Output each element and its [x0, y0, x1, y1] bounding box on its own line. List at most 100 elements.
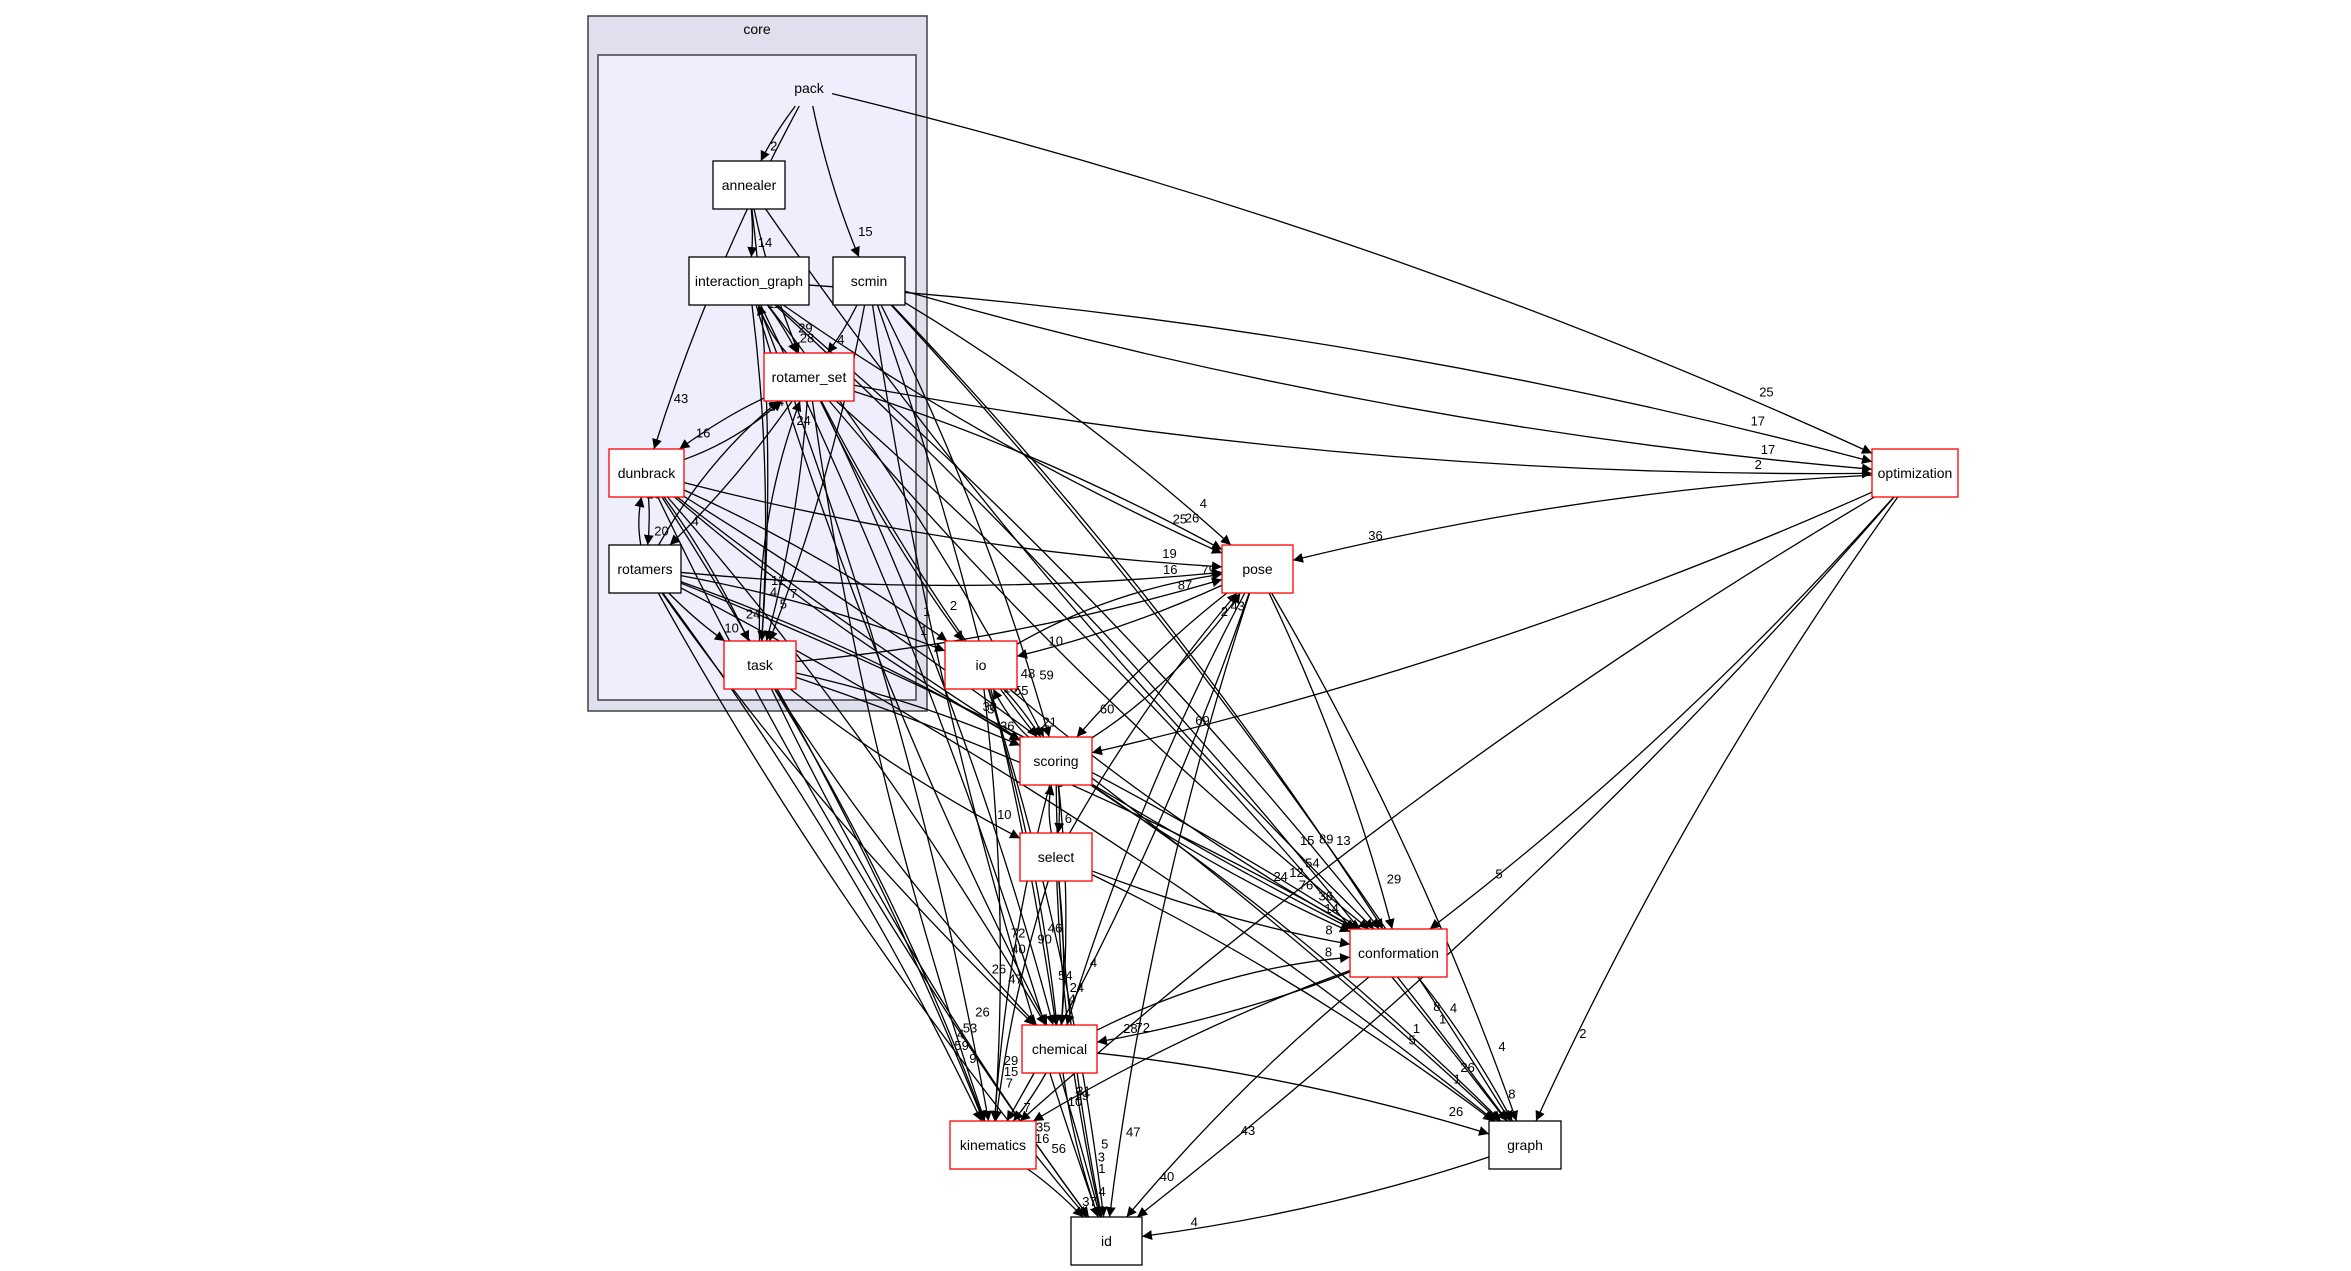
edge-scoring-to-pose[interactable]: [1091, 592, 1241, 739]
node-task-box[interactable]: [723, 640, 797, 690]
edge-label-dunbrack-to-rotamer_set[interactable]: 4: [777, 394, 784, 409]
edge-optimization-to-scoring[interactable]: [1091, 491, 1873, 756]
edge-scoring-to-kinematics[interactable]: [990, 784, 1051, 1122]
edge-chemical-to-graph[interactable]: [1096, 1052, 1490, 1136]
edge-select-to-pose[interactable]: [1069, 592, 1238, 834]
edge-label-interaction_graph-to-optimization[interactable]: 17: [1751, 413, 1765, 428]
edge-select-to-scoring[interactable]: [1044, 784, 1055, 834]
node-select[interactable]: select: [1019, 832, 1093, 882]
node-kinematics-label[interactable]: kinematics: [960, 1137, 1026, 1153]
edge-label-interaction_graph-to-kinematics[interactable]: 26: [975, 1005, 989, 1020]
edge-annealer-to-interaction_graph[interactable]: [747, 208, 758, 258]
edge-label-rotamers-to-chemical[interactable]: 26: [992, 961, 1006, 976]
edge-label-select-to-id[interactable]: 1: [1098, 1161, 1105, 1176]
node-pose-box[interactable]: [1221, 544, 1294, 594]
node-annealer-box[interactable]: [712, 160, 786, 210]
edge-label-rotamers-to-io[interactable]: 1: [920, 623, 927, 638]
edge-label-rotamers-to-task[interactable]: 10: [724, 620, 738, 635]
edge-graph-to-id[interactable]: [1141, 1156, 1490, 1241]
edge-label-chemical-to-id[interactable]: 4: [1098, 1184, 1105, 1199]
edge-label-interaction_graph-to-conformation[interactable]: 89: [1319, 832, 1333, 847]
node-graph-label[interactable]: graph: [1507, 1137, 1543, 1153]
edge-pack-to-scmin[interactable]: [812, 105, 860, 258]
edge-label-rotamer_set-to-pose[interactable]: 26: [1185, 511, 1199, 526]
edge-label-chemical-to-kinematics[interactable]: 7: [1023, 1100, 1030, 1115]
node-select-box[interactable]: [1019, 832, 1093, 882]
edge-rotamer_set-to-chemical[interactable]: [820, 400, 1056, 1026]
edge-label-scmin-to-scoring[interactable]: 59: [1039, 667, 1053, 682]
edge-label-rotamers-to-kinematics[interactable]: 59: [954, 1038, 968, 1053]
edge-select-to-chemical[interactable]: [1057, 880, 1068, 1026]
edge-interaction_graph-to-chemical[interactable]: [755, 304, 1048, 1026]
edge-label-pose-to-chemical[interactable]: 4: [1090, 955, 1097, 970]
edge-label-dunbrack-to-pose[interactable]: 19: [1162, 546, 1176, 561]
edge-dunbrack-to-pose[interactable]: [683, 482, 1223, 572]
edge-label-interaction_graph-to-rotamer_set[interactable]: 28: [800, 331, 814, 346]
edge-conformation-to-chemical[interactable]: [1096, 971, 1351, 1046]
node-interaction_graph-box[interactable]: [688, 256, 810, 306]
edge-label-interaction_graph-to-pose[interactable]: 25: [1173, 512, 1187, 527]
edge-label-select-to-conformation[interactable]: 8: [1325, 922, 1332, 937]
edge-label-io-to-pose[interactable]: 79: [1201, 563, 1215, 578]
edge-optimization-to-kinematics[interactable]: [1019, 496, 1875, 1122]
node-dunbrack-label[interactable]: dunbrack: [618, 465, 677, 481]
edge-task-to-select[interactable]: [789, 688, 1021, 839]
edge-rotamers-to-io[interactable]: [680, 575, 946, 652]
node-scoring-label[interactable]: scoring: [1033, 753, 1078, 769]
node-conformation[interactable]: conformation: [1349, 928, 1448, 978]
edge-label-io-to-kinematics[interactable]: 29: [1004, 1053, 1018, 1068]
edge-label-select-to-chemical[interactable]: 4: [1069, 992, 1076, 1007]
edge-label-scmin-to-graph[interactable]: 4: [1450, 1000, 1457, 1015]
node-conformation-box[interactable]: [1349, 928, 1448, 978]
edge-label-scoring-to-chemical[interactable]: 24: [1070, 980, 1084, 995]
node-pose-label[interactable]: pose: [1242, 561, 1273, 577]
edge-label-scmin-to-rotamer_set[interactable]: 4: [837, 332, 844, 347]
edge-label-rotamers-to-scoring[interactable]: 3: [987, 702, 994, 717]
edge-label-task-to-scoring[interactable]: 36: [1000, 718, 1014, 733]
edge-label-pack-to-dunbrack[interactable]: 43: [674, 391, 688, 406]
node-optimization-box[interactable]: [1871, 448, 1959, 498]
edge-label-pose-to-graph[interactable]: 4: [1498, 1039, 1505, 1054]
node-io[interactable]: io: [944, 640, 1018, 690]
node-dunbrack-box[interactable]: [608, 448, 685, 498]
edge-task-to-kinematics[interactable]: [774, 688, 986, 1122]
edge-rotamer_set-to-graph[interactable]: [835, 400, 1508, 1122]
edge-scmin-to-rotamer_set[interactable]: [826, 304, 858, 354]
edge-interaction_graph-to-kinematics[interactable]: [757, 304, 992, 1122]
edge-select-to-kinematics[interactable]: [992, 880, 1049, 1122]
node-scmin[interactable]: scmin: [832, 256, 906, 306]
pack-node-label[interactable]: pack: [794, 80, 825, 96]
edge-label-pose-to-id[interactable]: 47: [1126, 1125, 1140, 1140]
node-conformation-label[interactable]: conformation: [1358, 945, 1439, 961]
edge-label-chemical-to-conformation[interactable]: 8: [1325, 945, 1332, 960]
edge-scmin-to-pose[interactable]: [904, 302, 1232, 546]
edge-label-scmin-to-pose[interactable]: 4: [1200, 496, 1207, 511]
node-select-label[interactable]: select: [1038, 849, 1075, 865]
edge-rotamer_set-to-optimization[interactable]: [853, 384, 1873, 479]
node-rotamers[interactable]: rotamers: [608, 544, 682, 594]
edge-label-conformation-to-graph[interactable]: 8: [1508, 1086, 1515, 1101]
node-optimization[interactable]: optimization: [1871, 448, 1959, 498]
edge-label-graph-to-id[interactable]: 4: [1191, 1214, 1198, 1229]
edge-rotamer_set-to-rotamers[interactable]: [669, 400, 793, 546]
edge-label-pack-to-annealer[interactable]: 2: [770, 138, 777, 153]
node-annealer-label[interactable]: annealer: [722, 177, 777, 193]
edge-scmin-to-task[interactable]: [768, 304, 866, 642]
edge-interaction_graph-to-conformation[interactable]: [776, 304, 1380, 930]
node-annealer[interactable]: annealer: [712, 160, 786, 210]
edge-label-kinematics-to-id[interactable]: 37: [1082, 1194, 1096, 1209]
node-interaction_graph-label[interactable]: interaction_graph: [695, 273, 803, 289]
edge-dunbrack-to-graph[interactable]: [683, 495, 1500, 1122]
edge-pose-to-graph[interactable]: [1271, 592, 1518, 1122]
node-pose[interactable]: pose: [1221, 544, 1294, 594]
edge-scmin-to-id[interactable]: [871, 304, 1100, 1218]
node-task[interactable]: task: [723, 640, 797, 690]
edge-label-task-to-select[interactable]: 10: [997, 807, 1011, 822]
edge-label-conformation-to-chemical[interactable]: 72: [1135, 1020, 1149, 1035]
edge-label-rotamer_set-to-kinematics[interactable]: 53: [963, 1020, 977, 1035]
node-io-box[interactable]: [944, 640, 1018, 690]
edge-label-io-to-id[interactable]: 5: [1101, 1136, 1108, 1151]
edge-task-to-rotamer_set[interactable]: [758, 400, 802, 642]
edge-label-pose-to-io[interactable]: 10: [1049, 634, 1063, 649]
edge-dunbrack-to-kinematics[interactable]: [661, 496, 985, 1122]
